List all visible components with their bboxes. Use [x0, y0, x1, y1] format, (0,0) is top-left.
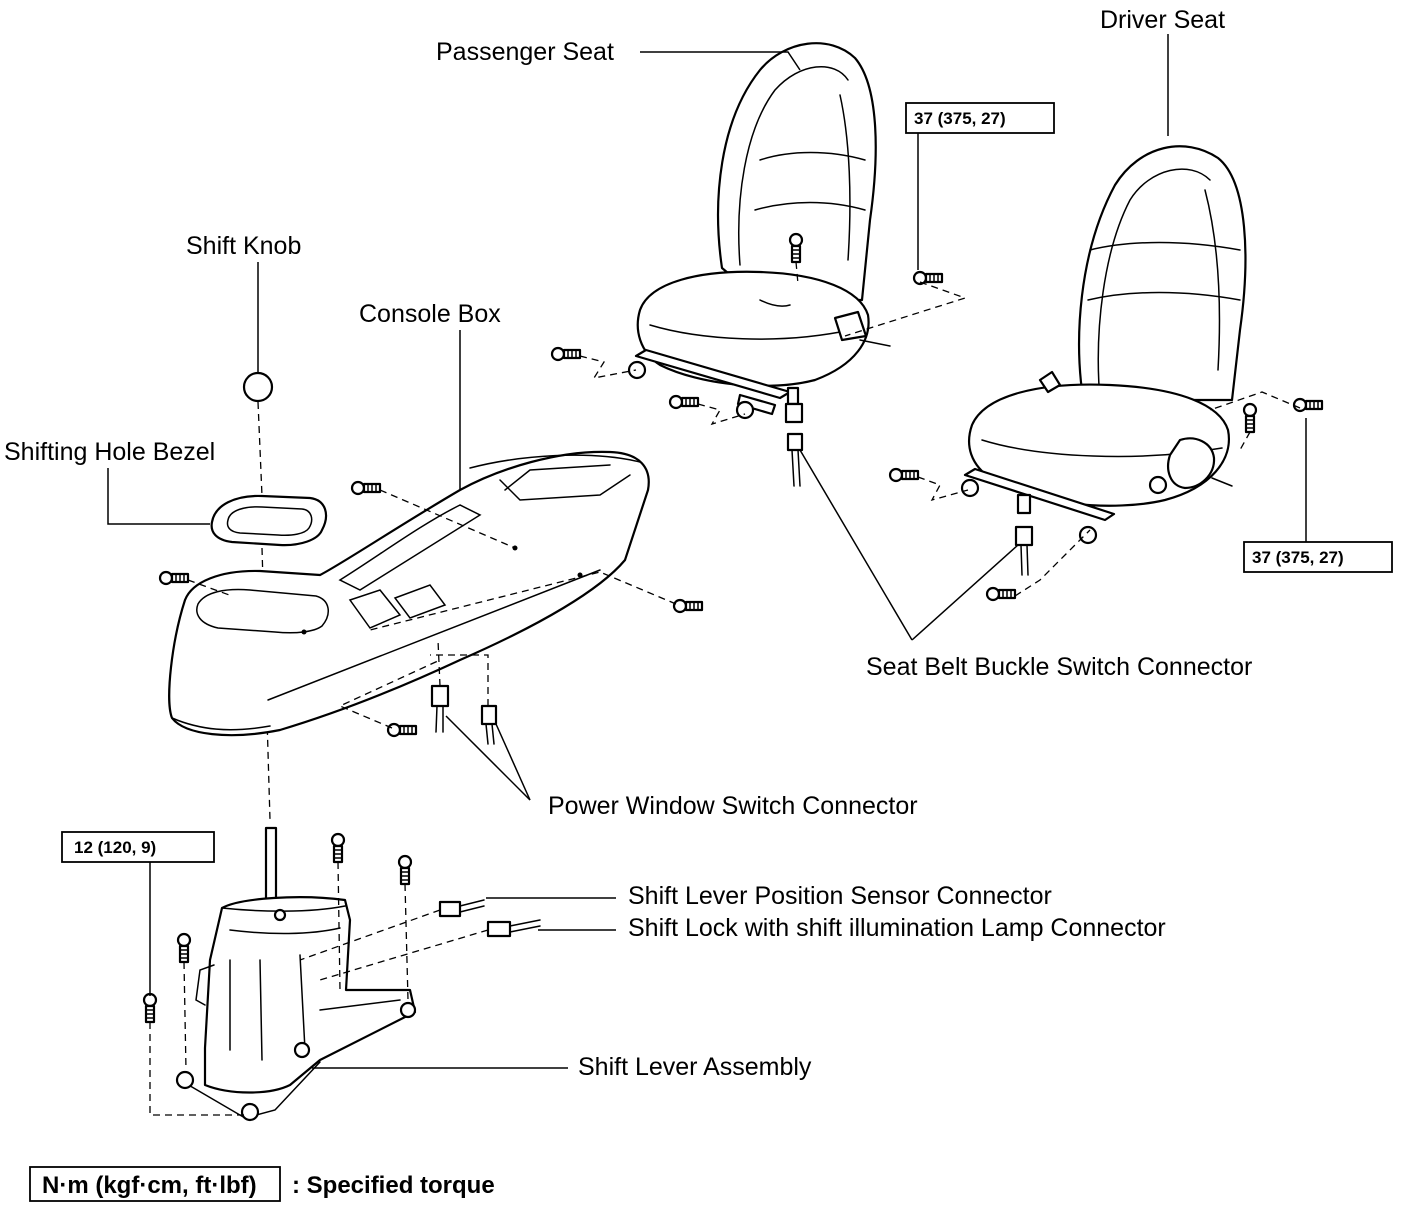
shift-lever-position-sensor-connector-label: Shift Lever Position Sensor Connector — [628, 882, 1052, 910]
console-box-label: Console Box — [359, 300, 501, 328]
shift-knob-drawing — [242, 371, 274, 403]
shifting-hole-bezel-drawing — [210, 494, 328, 547]
passenger-seat-label: Passenger Seat — [436, 38, 614, 66]
legend-description: : Specified torque — [292, 1172, 495, 1199]
leader-lines — [107, 34, 1307, 1069]
torque-value: 37 (375, 27) — [914, 109, 1006, 128]
torque-box-passenger-seat: 37 (375, 27) — [905, 102, 1055, 134]
driver-seat-drawing — [888, 145, 1324, 602]
driver-seat-label: Driver Seat — [1100, 6, 1225, 34]
shift-lock-lamp-connector-label: Shift Lock with shift illumination Lamp … — [628, 914, 1166, 942]
torque-box-shift-lever: 12 (120, 9) — [61, 831, 215, 863]
torque-box-driver-seat: 37 (375, 27) — [1243, 541, 1393, 573]
shift-lever-assembly-label: Shift Lever Assembly — [578, 1053, 812, 1081]
seat-belt-buckle-switch-connector-label: Seat Belt Buckle Switch Connector — [866, 653, 1252, 681]
power-window-switch-connector-label: Power Window Switch Connector — [548, 792, 918, 820]
passenger-seat-drawing — [550, 42, 968, 487]
shifting-hole-bezel-label: Shifting Hole Bezel — [4, 438, 215, 466]
torque-legend: N·m (kgf·cm, ft·lbf) : Specified torque — [29, 1166, 495, 1202]
torque-value: 12 (120, 9) — [74, 838, 156, 857]
torque-value: 37 (375, 27) — [1252, 548, 1344, 567]
console-box-drawing — [158, 450, 704, 745]
shift-knob-label: Shift Knob — [186, 232, 301, 260]
knob-axis-line — [257, 401, 263, 497]
shift-lever-assembly-drawing — [142, 826, 541, 1122]
legend-unit: N·m (kgf·cm, ft·lbf) — [42, 1172, 257, 1199]
